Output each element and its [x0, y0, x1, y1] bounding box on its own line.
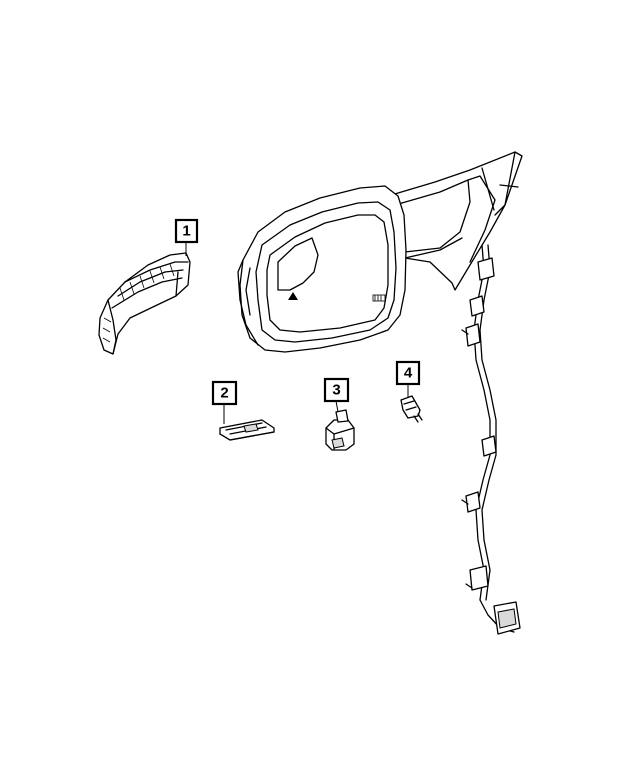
callout-1: 1 [174, 218, 199, 256]
callout-3-label: 3 [332, 382, 340, 399]
callout-1-label: 1 [182, 223, 190, 240]
callout-2: 2 [211, 380, 238, 424]
part-3-component [325, 409, 355, 451]
callout-3: 3 [323, 377, 350, 413]
callout-4: 4 [395, 360, 421, 398]
callout-4-label: 4 [404, 365, 413, 382]
callout-2-label: 2 [220, 385, 228, 402]
part-1-signal-housing [98, 252, 191, 355]
part-4-component [400, 395, 423, 423]
part-2-component [219, 419, 275, 441]
wire-harness [461, 244, 521, 635]
mirror-assembly [237, 151, 523, 353]
